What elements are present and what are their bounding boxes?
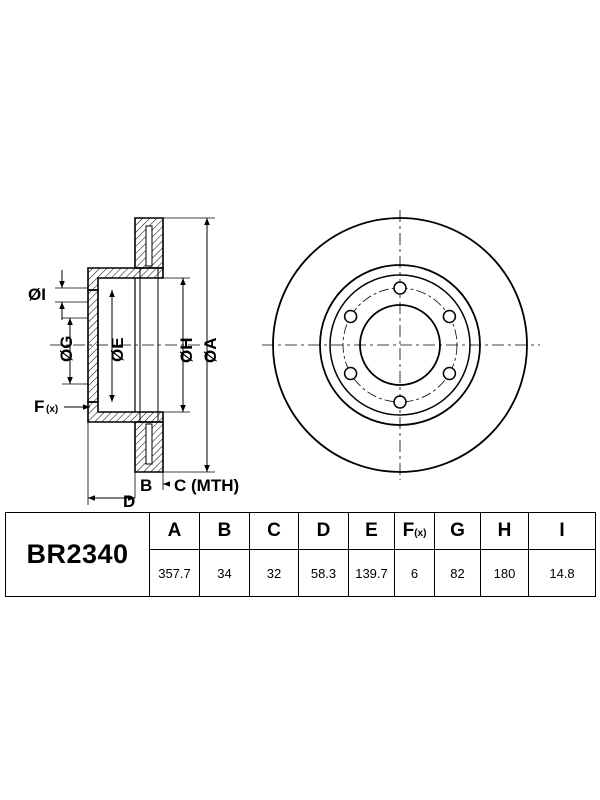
upper-hat-section (87, 267, 164, 291)
center-bore (359, 304, 441, 386)
header-h: H (480, 512, 529, 550)
label-f: F (34, 397, 44, 416)
label-b: B (140, 476, 152, 495)
spec-header-row: BR2340 A B C D E F(x) G H I (5, 512, 596, 597)
header-f: F(x) (394, 512, 435, 550)
header-b: B (199, 512, 250, 550)
label-d: D (123, 492, 135, 510)
part-number: BR2340 (5, 512, 150, 597)
bolt-hole (343, 366, 358, 381)
bolt-hole (442, 366, 457, 381)
value-g: 82 (434, 549, 481, 597)
value-e: 139.7 (348, 549, 395, 597)
header-c: C (249, 512, 299, 550)
header-d: D (298, 512, 349, 550)
hub-face-section (87, 289, 99, 403)
hat-outer-edge (319, 264, 481, 426)
header-f-sub: (x) (414, 528, 427, 539)
bolt-hole (393, 395, 407, 409)
value-i: 14.8 (528, 549, 596, 597)
spec-table: BR2340 A B C D E F(x) G H I 357.7 34 32 … (5, 512, 596, 597)
spec-value-row: 357.7 34 32 58.3 139.7 6 82 180 14.8 (6, 549, 596, 597)
value-f: 6 (394, 549, 435, 597)
header-g: G (434, 512, 481, 550)
value-d: 58.3 (298, 549, 349, 597)
front-view (262, 210, 540, 480)
label-c-mth: C (MTH) (174, 476, 239, 495)
lower-hat-section (87, 401, 164, 423)
header-f-main: F (402, 520, 415, 541)
label-phi-g: ØG (57, 336, 76, 362)
label-phi-a: ØA (201, 338, 220, 364)
disc-outer-edge (272, 217, 528, 473)
bolt-holes (343, 281, 457, 409)
hat-step-edge (329, 274, 471, 416)
bolt-hole (393, 281, 407, 295)
value-h: 180 (480, 549, 529, 597)
label-phi-e: ØE (108, 337, 127, 362)
section-view: ØI ØG ØE ØH ØA F (x) B C (MTH) D (28, 217, 239, 510)
label-f-sub: (x) (46, 404, 58, 415)
brake-disc-drawing: ØI ØG ØE ØH ØA F (x) B C (MTH) D (28, 210, 540, 510)
value-a: 357.7 (149, 549, 200, 597)
value-b: 34 (199, 549, 250, 597)
header-i: I (528, 512, 596, 550)
label-phi-h: ØH (177, 338, 196, 364)
bolt-hole (442, 309, 457, 324)
bolt-hole (343, 309, 358, 324)
header-e: E (348, 512, 395, 550)
value-c: 32 (249, 549, 299, 597)
label-phi-i: ØI (28, 285, 46, 304)
header-a: A (149, 512, 200, 550)
